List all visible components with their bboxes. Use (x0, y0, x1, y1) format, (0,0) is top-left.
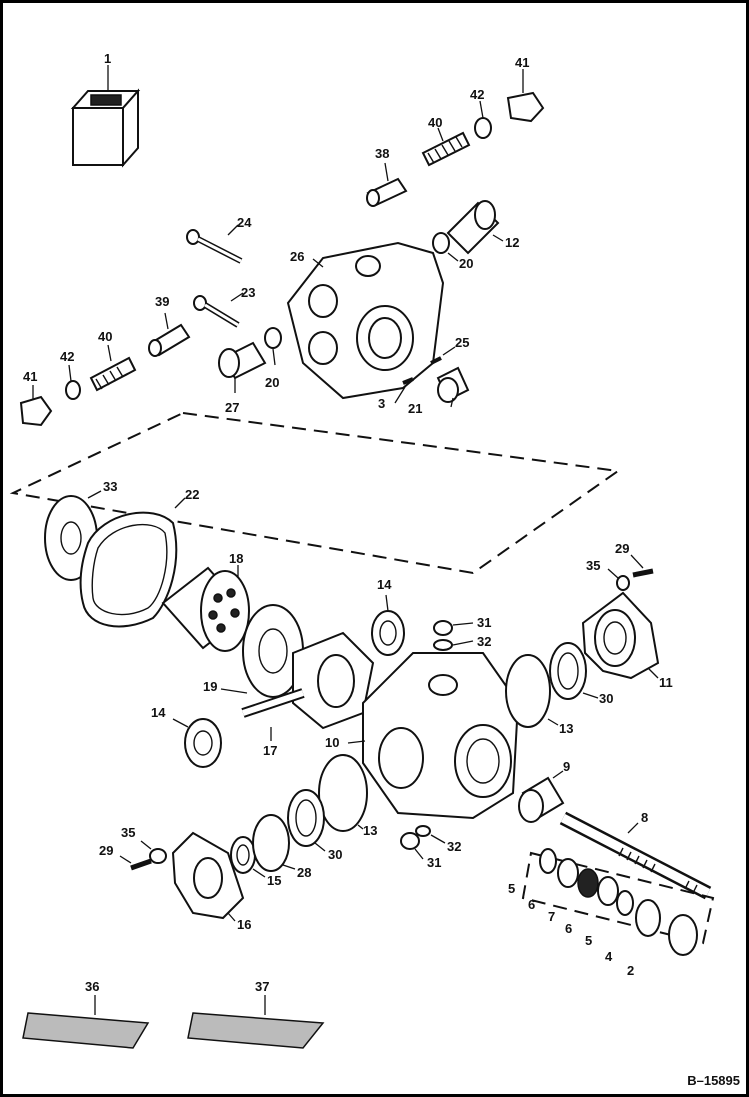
part-o-ring-13-lower (318, 754, 368, 832)
part-bolt-29-lower (119, 840, 167, 871)
part-relief-valve-lower (19, 312, 191, 427)
part-cylinder-block-18 (161, 565, 250, 652)
callout-14: 14 (151, 705, 166, 720)
callout-7: 7 (548, 909, 555, 924)
callout-4: 4 (605, 949, 613, 964)
callout-32: 32 (447, 839, 461, 854)
part-bearing-14-lower (172, 718, 222, 768)
part-bolt-24 (186, 224, 243, 264)
part-main-housing-10 (347, 652, 520, 820)
callout-27: 27 (225, 400, 239, 415)
callout-15: 15 (267, 873, 281, 888)
figure-id: B–15895 (687, 1073, 740, 1088)
callout-39: 39 (155, 294, 169, 309)
part-piston-assembly-17 (241, 631, 375, 741)
part-snap-rings (539, 848, 698, 956)
part-end-cap-16 (171, 831, 245, 922)
part-bolt-23 (193, 292, 244, 328)
callout-40: 40 (428, 115, 442, 130)
part-o-ring-13-upper (505, 654, 559, 728)
callout-42: 42 (60, 349, 74, 364)
callout-42: 42 (470, 87, 484, 102)
part-valve-cartridge-27 (218, 327, 282, 393)
callout-21: 21 (408, 401, 422, 416)
callout-41: 41 (23, 369, 37, 384)
exploded-parts-diagram: 1 41 42 40 38 24 12 20 26 23 39 40 42 41… (9, 51, 715, 1049)
callout-40: 40 (98, 329, 112, 344)
callout-5: 5 (508, 881, 515, 896)
part-decal-37 (187, 995, 325, 1049)
callout-30: 30 (328, 847, 342, 862)
callout-1: 1 (104, 51, 111, 66)
callout-19: 19 (203, 679, 217, 694)
callout-12: 12 (505, 235, 519, 250)
dashed-shaft-kit-outline (521, 851, 715, 945)
callout-14: 14 (377, 577, 392, 592)
callout-38: 38 (375, 146, 389, 161)
callout-13: 13 (559, 721, 573, 736)
part-needle-bearing-9 (518, 770, 565, 823)
callout-13: 13 (363, 823, 377, 838)
callout-32: 32 (477, 634, 491, 649)
callout-20: 20 (459, 256, 473, 271)
callout-30: 30 (599, 691, 613, 706)
callout-26: 26 (290, 249, 304, 264)
part-seal-kit-box (70, 65, 141, 168)
callout-2: 2 (627, 963, 634, 978)
callout-8: 8 (641, 810, 648, 825)
callout-3: 3 (378, 396, 385, 411)
callout-24: 24 (237, 215, 252, 230)
part-valve-cartridge-12 (432, 200, 504, 262)
callout-29: 29 (615, 541, 629, 556)
part-relief-valve-upper (366, 69, 545, 207)
callout-23: 23 (241, 285, 255, 300)
callout-37: 37 (255, 979, 269, 994)
part-bolt-29-upper (607, 554, 654, 591)
part-plug-31-lower (400, 825, 446, 860)
part-valve-housing-26 (286, 241, 445, 400)
part-gasket-22 (79, 497, 186, 628)
part-bearing-cup-30-upper (549, 642, 599, 700)
callout-36: 36 (85, 979, 99, 994)
callout-31: 31 (477, 615, 491, 630)
part-drive-shaft-8 (559, 811, 712, 900)
part-plug-31-upper (433, 620, 474, 651)
callout-11: 11 (659, 675, 673, 690)
callout-18: 18 (229, 551, 243, 566)
callout-41: 41 (515, 55, 529, 70)
callout-22: 22 (185, 487, 199, 502)
callout-16: 16 (237, 917, 251, 932)
dashed-assembly-outline (9, 411, 621, 575)
part-bearing-14-upper (371, 594, 405, 656)
callout-25: 25 (455, 335, 469, 350)
callout-28: 28 (297, 865, 311, 880)
callout-35: 35 (121, 825, 135, 840)
part-decal-36 (22, 995, 150, 1049)
callout-5: 5 (585, 933, 592, 948)
callout-33: 33 (103, 479, 117, 494)
part-pins-and-bushing (394, 346, 470, 408)
callout-6: 6 (565, 921, 572, 936)
part-snap-ring-28 (252, 814, 296, 872)
part-end-cap-11 (581, 591, 660, 680)
callout-35: 35 (586, 558, 600, 573)
callout-29: 29 (99, 843, 113, 858)
callout-9: 9 (563, 759, 570, 774)
callout-6: 6 (528, 897, 535, 912)
callout-31: 31 (427, 855, 441, 870)
callout-10: 10 (325, 735, 339, 750)
callout-20: 20 (265, 375, 279, 390)
part-bearing-cup-30-lower (287, 789, 326, 852)
callout-labels: 1 41 42 40 38 24 12 20 26 23 39 40 42 41… (23, 51, 673, 994)
callout-17: 17 (263, 743, 277, 758)
